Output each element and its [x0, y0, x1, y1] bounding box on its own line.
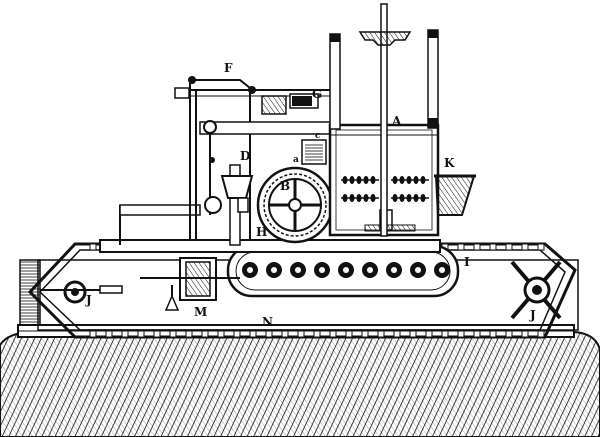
chain-link — [505, 330, 513, 338]
chain-link — [329, 330, 337, 338]
roller-hub — [391, 267, 397, 273]
chain-link — [105, 330, 113, 338]
chain-link — [441, 330, 449, 338]
diagram-labels: F G A c a D B K H I J J M N — [85, 61, 536, 329]
chain-link — [473, 330, 481, 338]
chain-link — [409, 330, 417, 338]
label-M: M — [194, 305, 207, 319]
chain-link — [281, 330, 289, 338]
roller-hub — [367, 267, 373, 273]
roller-hub — [295, 267, 301, 273]
chain-link — [521, 330, 529, 338]
label-a: a — [293, 155, 299, 165]
chain-link — [457, 243, 465, 251]
label-H: H — [256, 225, 267, 239]
label-B: B — [280, 179, 290, 193]
roller-hub — [271, 267, 277, 273]
chain-link — [393, 330, 401, 338]
label-F: F — [224, 61, 233, 75]
posts-and-shaft — [329, 3, 439, 237]
support-frame — [99, 204, 441, 253]
sprocket-left — [40, 280, 123, 304]
chain-link — [537, 243, 545, 251]
chain-link — [537, 330, 545, 338]
chain-link — [505, 243, 513, 251]
chain-link — [249, 330, 257, 338]
sprocket-right — [510, 260, 562, 320]
chain-link — [89, 243, 97, 251]
roller-hub — [247, 267, 253, 273]
chain-link — [521, 243, 529, 251]
roller-hub — [439, 267, 445, 273]
label-J-left: J — [85, 293, 92, 307]
gear-wheel-B — [256, 166, 334, 244]
label-G: G — [312, 87, 322, 101]
tower-frame — [174, 76, 331, 246]
label-K: K — [444, 156, 455, 170]
label-N: N — [262, 315, 273, 329]
roller-hub — [415, 267, 421, 273]
chain-link — [473, 243, 481, 251]
label-J-right: J — [529, 308, 536, 322]
roller-hub — [343, 267, 349, 273]
label-D: D — [240, 149, 250, 163]
valve-box — [301, 139, 327, 165]
chain-link — [265, 330, 273, 338]
chain-link — [121, 330, 129, 338]
chain-link — [233, 330, 241, 338]
chain-link — [169, 330, 177, 338]
crusher-M — [140, 257, 240, 311]
chain-link — [153, 330, 161, 338]
roller-hub — [319, 267, 325, 273]
chain-link — [425, 330, 433, 338]
chain-link — [489, 330, 497, 338]
chain-link — [89, 330, 97, 338]
label-c: c — [315, 131, 321, 141]
chain-link — [313, 330, 321, 338]
label-I: I — [464, 255, 470, 269]
chain-link — [345, 330, 353, 338]
roller-frame — [226, 244, 460, 298]
label-A: A — [391, 114, 402, 128]
chain-link — [457, 330, 465, 338]
chain-link — [185, 330, 193, 338]
chain-link — [361, 330, 369, 338]
chain-link — [201, 330, 209, 338]
chain-link — [297, 330, 305, 338]
chain-link — [217, 330, 225, 338]
hopper-K — [434, 174, 476, 216]
ground — [0, 331, 600, 437]
chain-link — [377, 330, 385, 338]
chain-link — [137, 330, 145, 338]
chain-link — [489, 243, 497, 251]
